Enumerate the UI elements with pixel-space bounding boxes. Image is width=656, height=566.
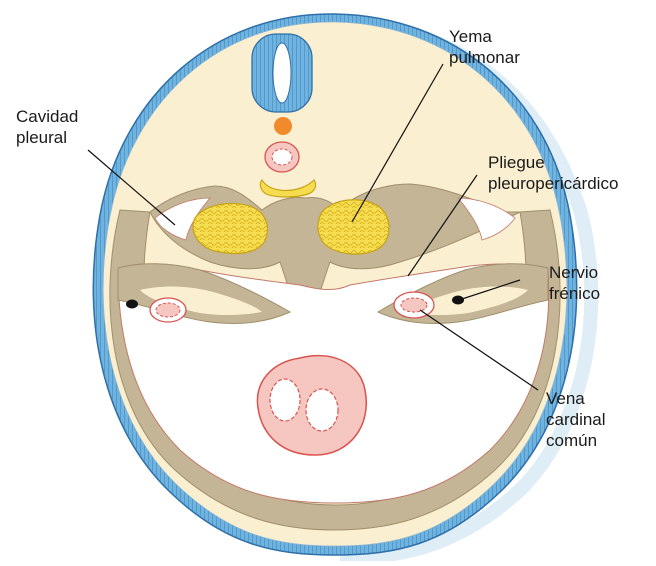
label-pliegue-pleuropericardico: Pliegue pleuropericárdico xyxy=(488,152,618,194)
left-phrenic-nerve xyxy=(126,300,138,309)
right-lung-bud xyxy=(318,200,389,254)
heart xyxy=(257,356,366,455)
right-cardinal-vein xyxy=(394,292,434,318)
label-cavidad-pleural: Cavidad pleural xyxy=(16,106,78,148)
neural-tube xyxy=(252,34,312,112)
left-cardinal-vein xyxy=(150,298,186,322)
label-nervio-frenico: Nervio frénico xyxy=(549,262,600,304)
label-vena-cardinal-comun: Vena cardinal común xyxy=(546,388,606,451)
aorta xyxy=(274,117,292,135)
right-phrenic-nerve xyxy=(452,296,464,305)
left-lung-bud xyxy=(193,203,267,253)
label-yema-pulmonar: Yema pulmonar xyxy=(449,26,520,68)
esophagus xyxy=(265,142,299,172)
